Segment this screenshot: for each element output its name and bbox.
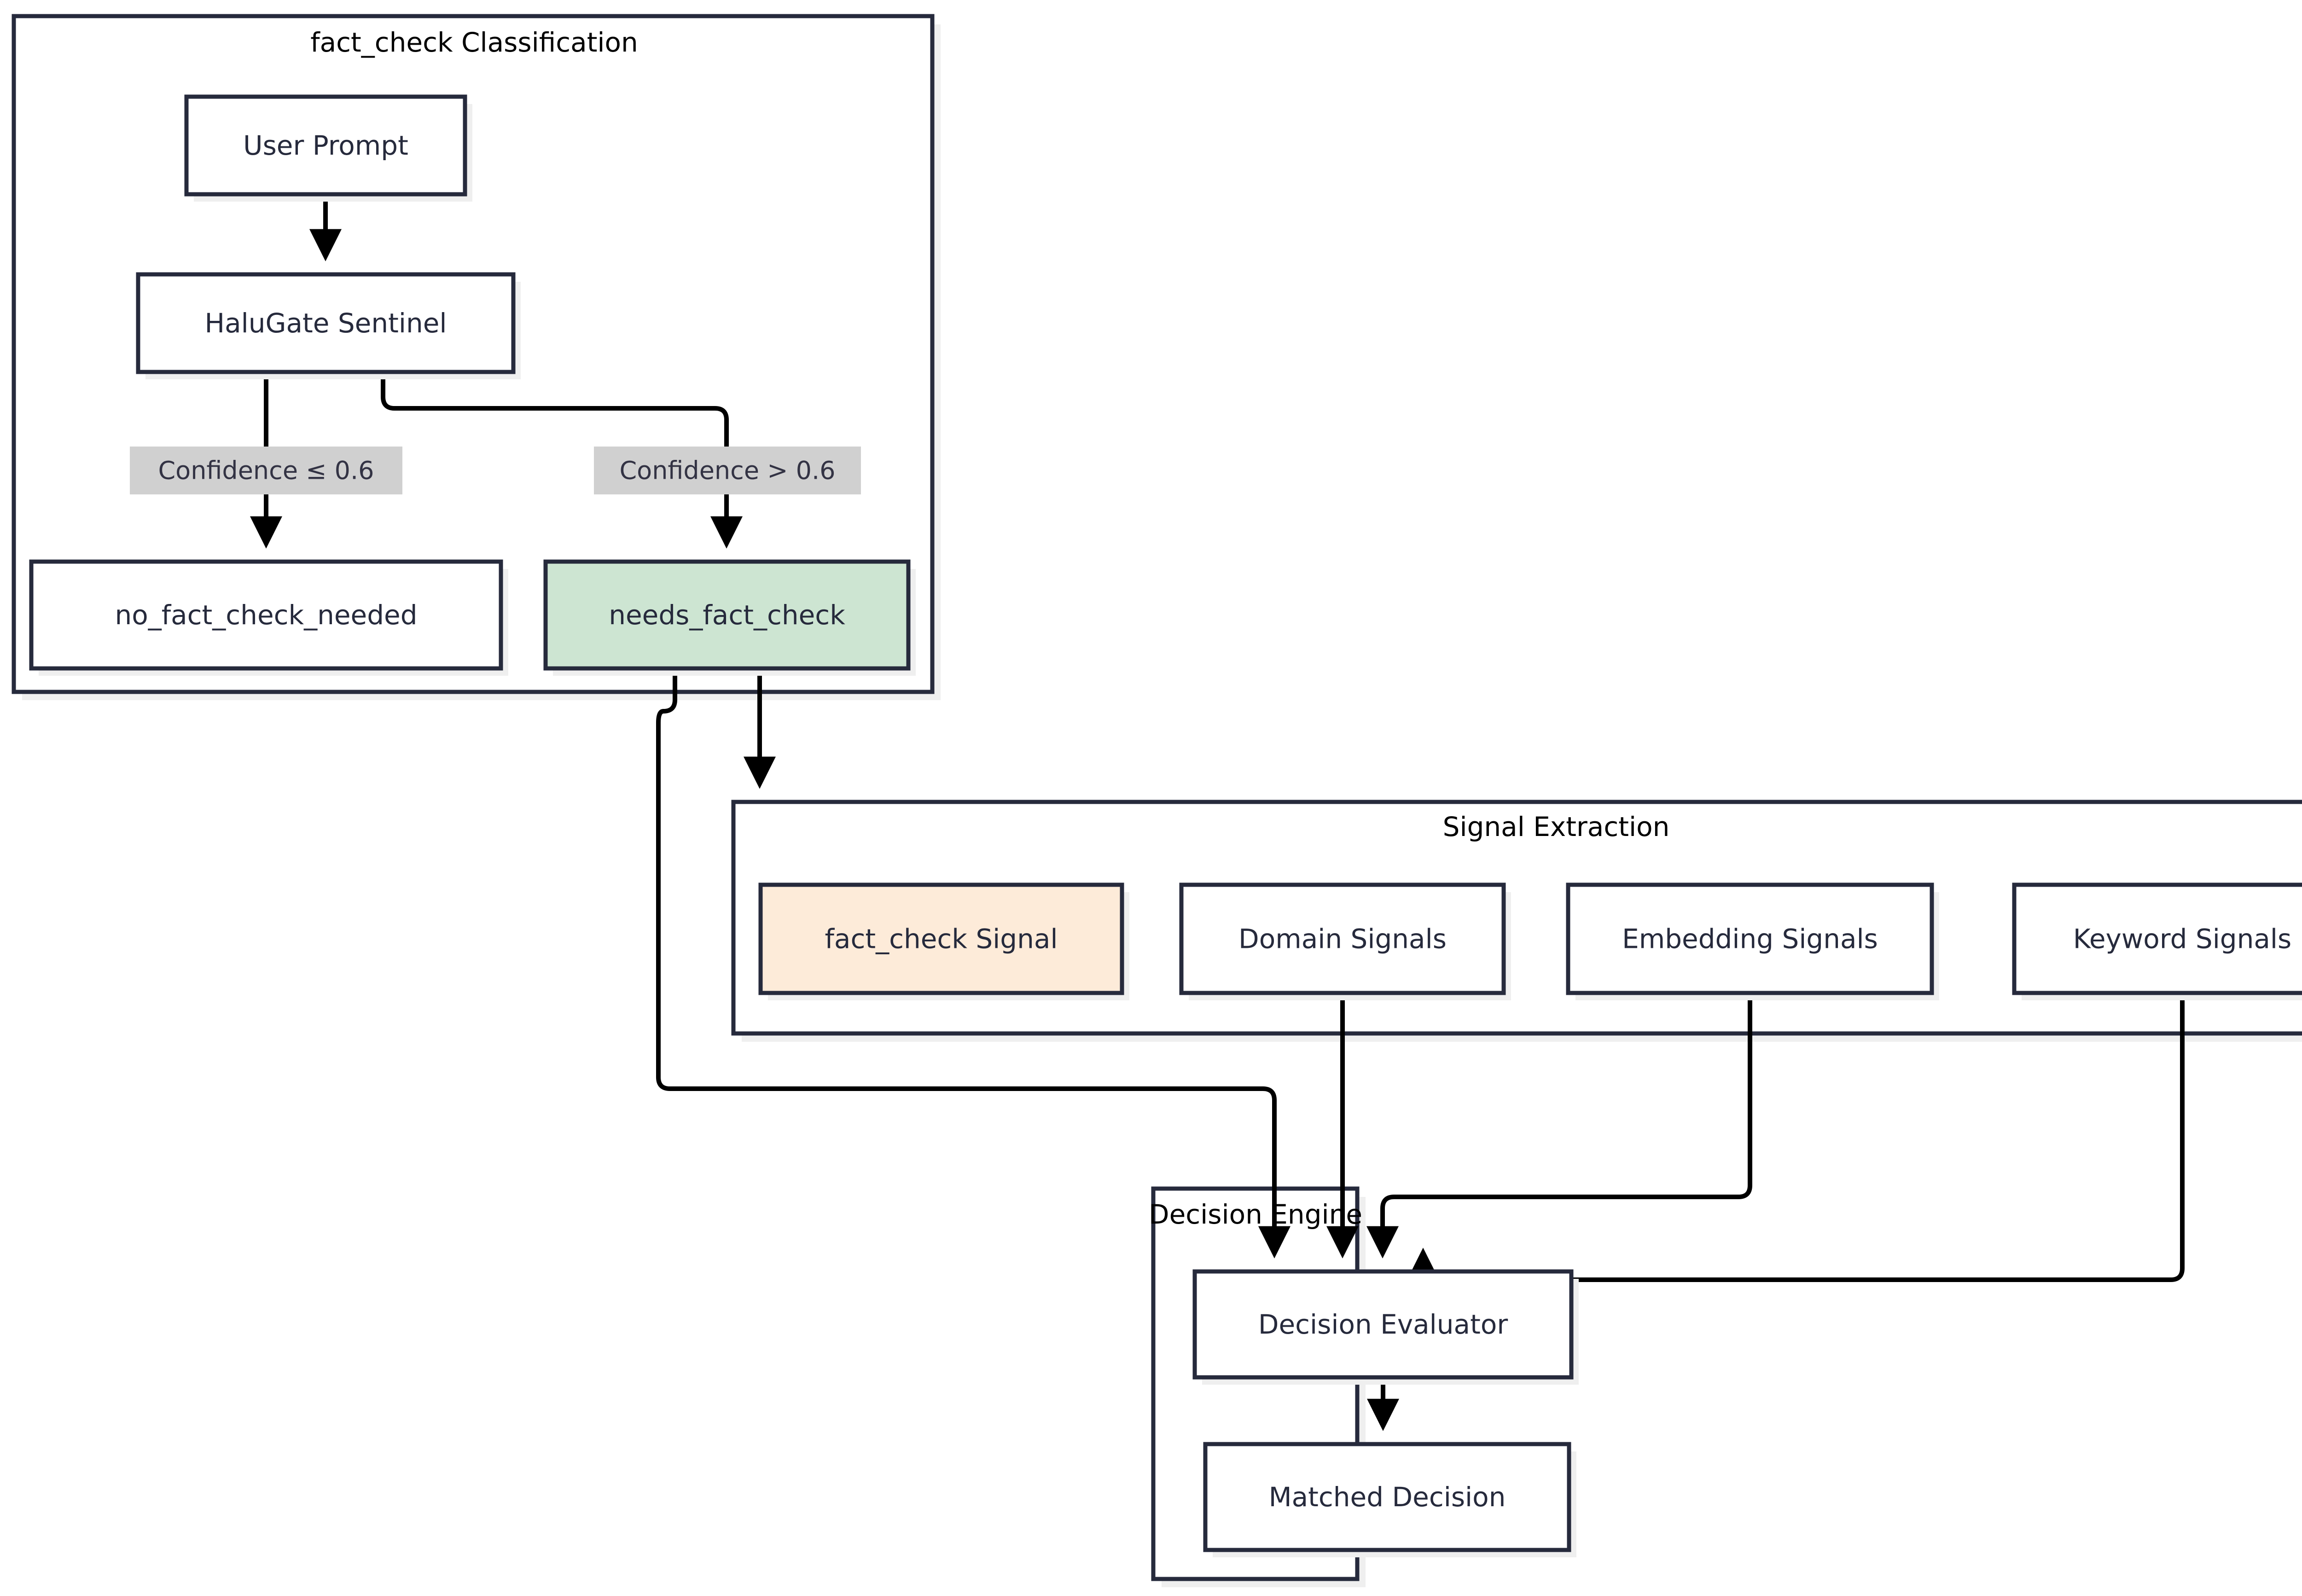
subgraph-title-sg-signal-extraction: Signal Extraction	[1443, 811, 1670, 842]
edge-label-lbl-confidence-low: Confidence ≤ 0.6	[130, 447, 402, 494]
node-box[interactable]	[29, 559, 503, 671]
edge-e-sentinel-high	[381, 372, 743, 549]
node-label: Keyword Signals	[2073, 923, 2292, 955]
node-label: fact_check Signal	[825, 923, 1058, 955]
node-label: no_fact_check_needed	[115, 599, 417, 631]
node-needs-fact-check[interactable]: needs_fact_check	[543, 559, 916, 676]
node-user-prompt[interactable]: User Prompt	[184, 94, 472, 202]
node-matched-decision[interactable]: Matched Decision	[1203, 1442, 1576, 1557]
node-box[interactable]	[1179, 882, 1506, 995]
node-fact-check-signal[interactable]: fact_check Signal	[758, 882, 1129, 1000]
edge-label-text: Confidence > 0.6	[619, 456, 835, 485]
node-box[interactable]	[1203, 1442, 1571, 1552]
node-box[interactable]	[758, 882, 1124, 995]
node-keyword-signals[interactable]: Keyword Signals	[2012, 882, 2302, 1000]
node-label: needs_fact_check	[609, 599, 845, 631]
node-halugate-sentinel[interactable]: HaluGate Sentinel	[136, 272, 521, 379]
edge-label-lbl-confidence-high: Confidence > 0.6	[594, 447, 861, 494]
edge-label-text: Confidence ≤ 0.6	[158, 456, 374, 485]
node-box[interactable]	[1192, 1269, 1574, 1380]
edge-e-embedding-to-evaluator	[1366, 993, 1752, 1259]
node-no-fact-check-needed[interactable]: no_fact_check_needed	[29, 559, 508, 676]
edge-label-layer: Confidence ≤ 0.6 Confidence > 0.6	[130, 447, 861, 494]
node-domain-signals[interactable]: Domain Signals	[1179, 882, 1511, 1000]
node-label: Embedding Signals	[1622, 923, 1878, 955]
node-label: User Prompt	[243, 130, 408, 161]
node-label: Matched Decision	[1269, 1481, 1506, 1513]
node-box[interactable]	[136, 272, 516, 374]
node-box[interactable]	[543, 559, 911, 671]
subgraph-title-sg-classification: fact_check Classification	[310, 27, 638, 58]
edge-layer	[250, 194, 2185, 1431]
node-embedding-signals[interactable]: Embedding Signals	[1566, 882, 1939, 1000]
edge-label-background	[594, 447, 861, 494]
node-box[interactable]	[2012, 882, 2302, 995]
node-decision-evaluator[interactable]: Decision Evaluator	[1192, 1269, 1579, 1385]
node-box[interactable]	[184, 94, 467, 197]
edge-e-needs-to-evaluator	[656, 668, 1291, 1259]
subgraph-title-sg-decision-engine: Decision Engine	[1149, 1199, 1362, 1230]
node-label: Decision Evaluator	[1258, 1309, 1508, 1340]
node-label: HaluGate Sentinel	[204, 308, 447, 339]
node-label: Domain Signals	[1238, 923, 1447, 955]
node-box[interactable]	[1566, 882, 1934, 995]
edge-label-background	[130, 447, 402, 494]
